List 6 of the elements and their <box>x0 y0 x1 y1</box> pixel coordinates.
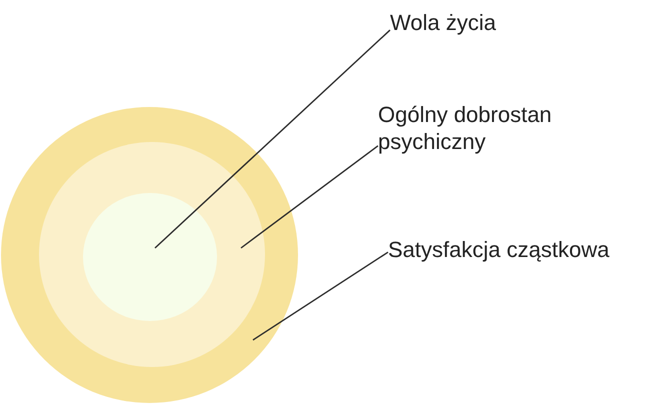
layer-label: Wola życia <box>390 9 496 36</box>
leader-line <box>154 30 390 249</box>
layer-label: Satysfakcja cząstkowa <box>388 236 610 263</box>
leader-line <box>252 252 388 341</box>
layer-label: Ogólny dobrostan psychiczny <box>378 101 563 155</box>
leader-line <box>240 145 378 249</box>
